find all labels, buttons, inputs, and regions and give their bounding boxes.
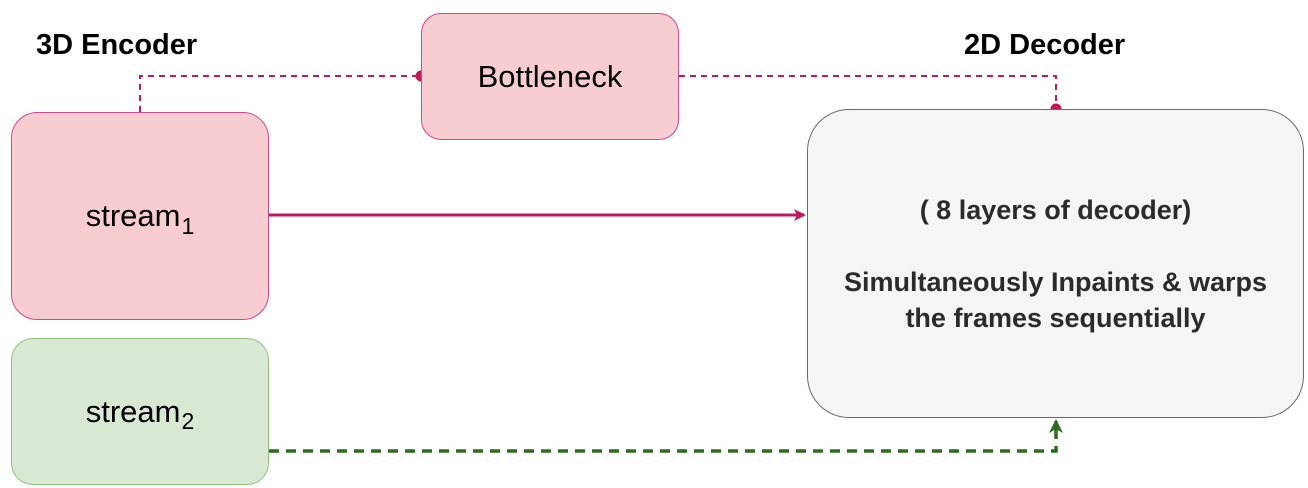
- bottleneck-to-decoder-link: [679, 75, 1057, 109]
- bottleneck-label: Bottleneck: [477, 58, 623, 94]
- stream2-subscript: 2: [181, 408, 195, 434]
- stream2-to-decoder-arrow: [269, 419, 1063, 453]
- bottleneck-node: Bottleneck: [421, 13, 679, 140]
- decoder-layers-text: ( 8 layers of decoder): [919, 194, 1192, 225]
- decoder-description-text: Simultaneously Inpaints & warps the fram…: [843, 266, 1268, 333]
- encoder-title: 3D Encoder: [36, 29, 198, 61]
- stream1-label: stream: [85, 198, 181, 233]
- decoder-title: 2D Decoder: [964, 29, 1126, 61]
- stream1-subscript: 1: [181, 212, 195, 239]
- decoder-node: ( 8 layers of decoder) Simultaneously In…: [807, 109, 1304, 418]
- encoder-to-bottleneck-link: [139, 75, 421, 112]
- stream2-label: stream: [85, 393, 181, 429]
